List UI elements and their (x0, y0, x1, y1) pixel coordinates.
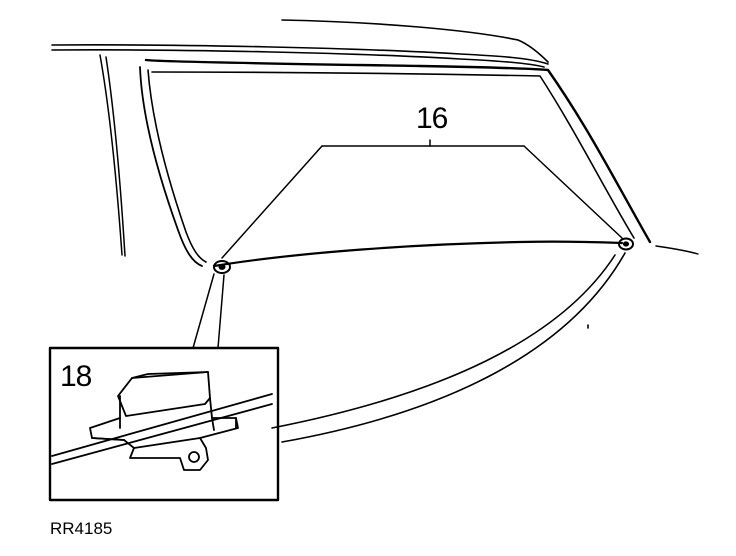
retaining-clip-left (213, 260, 231, 274)
glass-lower-edge (212, 240, 624, 268)
callout-16: 16 (416, 102, 448, 135)
door-pillar (99, 54, 126, 257)
detail-inset-box (48, 346, 280, 502)
retaining-clip-right (618, 237, 634, 251)
clip-detail-drawing (51, 371, 273, 471)
leader-lines-18 (192, 273, 225, 349)
window-frame (139, 58, 699, 267)
callout-18: 18 (60, 360, 92, 393)
roof-outline (51, 19, 549, 68)
body-panel-lines (271, 252, 626, 443)
figure-reference: RR4185 (50, 519, 113, 538)
leader-lines-16 (221, 139, 623, 259)
